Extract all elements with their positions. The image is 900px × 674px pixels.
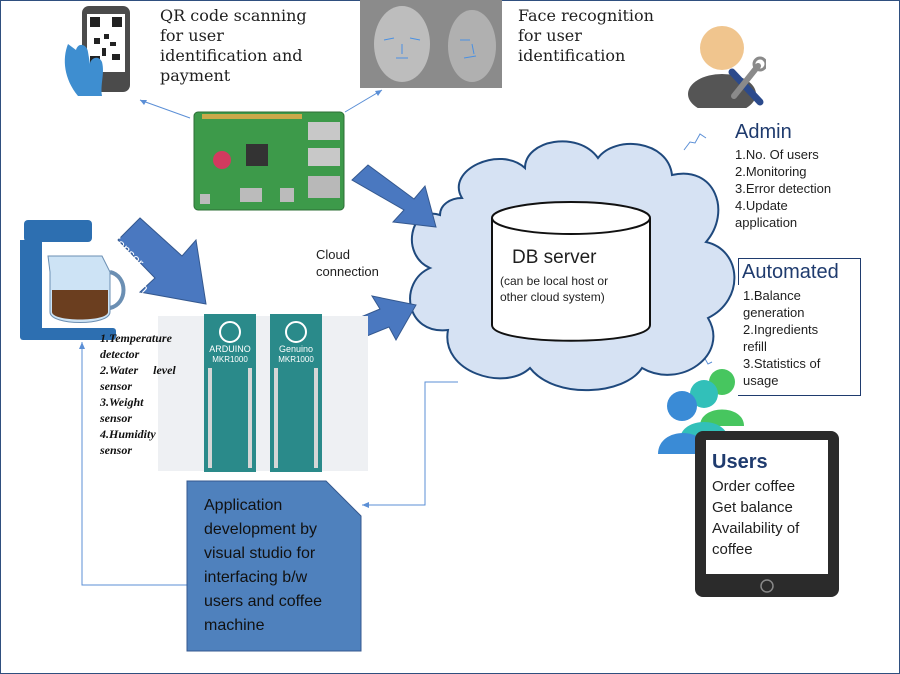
qr-title-line: QR code scanning <box>160 6 307 25</box>
app-line: visual studio for <box>204 545 316 562</box>
sensor-item: sensor <box>100 411 133 425</box>
qr-phone-icon <box>64 6 130 96</box>
cloud-label-line: connection <box>316 264 379 279</box>
face-scan-image <box>360 0 502 88</box>
sensor-item: sensor <box>100 379 133 393</box>
admin-list: 1.No. Of users 2.Monitoring 3.Error dete… <box>735 146 885 231</box>
connector-coffee-arrowhead <box>79 342 85 349</box>
users-group-icon <box>658 369 744 454</box>
admin-block: Admin 1.No. Of users 2.Monitoring 3.Erro… <box>735 120 885 231</box>
users-item: Get balance <box>712 499 793 516</box>
sensor-list: 1.Temperature detector 2.Water level sen… <box>100 330 210 458</box>
arduino-boards: ARDUINO MKR1000 Genuino MKR1000 <box>204 314 322 472</box>
app-line: users and coffee <box>204 593 323 610</box>
db-subtitle-line: other cloud system) <box>500 290 605 304</box>
users-tablet <box>695 431 839 597</box>
admin-title: Admin <box>735 121 792 143</box>
admin-item: 3.Error detection <box>735 181 832 196</box>
db-cylinder-body <box>491 218 651 342</box>
automated-title-frame <box>738 258 860 285</box>
qr-title-line: payment <box>160 66 231 85</box>
admin-item: application <box>735 215 798 230</box>
qr-title: QR code scanning for user identification… <box>160 6 330 86</box>
cloud-connection-label: Cloud connection <box>316 246 396 280</box>
users-title: Users <box>712 451 768 473</box>
arduino-right-model: MKR1000 <box>278 355 314 364</box>
admin-item: 2.Monitoring <box>735 164 807 179</box>
app-line: interfacing b/w <box>204 569 308 586</box>
users-block: Users Order coffee Get balance Availabil… <box>712 450 827 560</box>
qr-title-line: for user <box>160 26 224 45</box>
admin-item: 1.No. Of users <box>735 147 819 162</box>
sensor-item: 4.Humidity <box>100 427 156 441</box>
connector-admin-cloud <box>683 133 707 151</box>
qr-title-line: identification and <box>160 46 303 65</box>
coffee-machine-icon <box>20 220 126 340</box>
face-title-line: identification <box>518 46 626 65</box>
arduino-board-area <box>158 316 368 471</box>
face-title: Face recognition for user identification <box>518 6 668 66</box>
app-line: machine <box>204 617 265 634</box>
sensor-item: sensor <box>100 443 133 457</box>
arduino-left-model: MKR1000 <box>212 355 248 364</box>
app-block: Application development by visual studio… <box>204 494 359 638</box>
db-title: DB server <box>512 247 597 268</box>
users-item: Order coffee <box>712 478 796 495</box>
automated-box: Automated 1.Balance generation 2.Ingredi… <box>738 258 861 396</box>
sensor-item: 1.Temperature <box>100 331 172 345</box>
app-box-shape <box>186 480 362 652</box>
db-cylinder-top <box>491 201 651 235</box>
app-line: development by <box>204 521 317 538</box>
sensor-item: 3.Weight <box>100 395 144 409</box>
face-title-line: for user <box>518 26 582 45</box>
automated-list: 1.Balance generation 2.Ingredients refil… <box>743 287 820 389</box>
automated-item: generation <box>743 305 805 320</box>
users-item: coffee <box>712 541 753 558</box>
raspberry-pi-board <box>193 111 345 211</box>
arrow-pi-cloud <box>351 164 437 228</box>
admin-user-icon <box>688 26 766 108</box>
arduino-right-label: Genuino <box>279 344 313 354</box>
automated-item: 3.Statistics of <box>743 356 821 371</box>
db-subtitle-line: (can be local host or <box>500 274 609 288</box>
connector-qr-pi <box>139 99 191 119</box>
connector-app-cloud <box>362 381 458 506</box>
sensor-item: 2.Water level <box>100 363 176 377</box>
cloud-label-line: Cloud <box>316 247 350 262</box>
automated-item: 2.Ingredients <box>743 322 819 337</box>
face-title-line: Face recognition <box>518 6 654 25</box>
sensor-item: detector <box>100 347 140 361</box>
connector-face-pi-arrowhead <box>375 90 382 96</box>
users-list: Order coffee Get balance Availability of… <box>712 476 827 560</box>
connector-app-arrowhead <box>362 502 369 508</box>
connector-app-coffee <box>81 342 188 586</box>
arduino-left-label: ARDUINO <box>209 344 251 354</box>
connector-face-pi <box>344 89 383 113</box>
users-item: Availability of <box>712 520 800 537</box>
app-line: Application <box>204 497 283 514</box>
automated-item: usage <box>743 373 779 388</box>
connector-qr-pi-arrowhead <box>140 100 147 105</box>
db-server-block: DB server (can be local host or other cl… <box>500 247 645 305</box>
admin-item: 4.Update <box>735 198 788 213</box>
automated-item: 1.Balance <box>743 288 801 303</box>
arrow-sensor-connection <box>117 217 207 305</box>
automated-item: refill <box>743 339 767 354</box>
automated-title: Automated <box>742 261 839 283</box>
db-subtitle: (can be local host or other cloud system… <box>500 273 645 305</box>
